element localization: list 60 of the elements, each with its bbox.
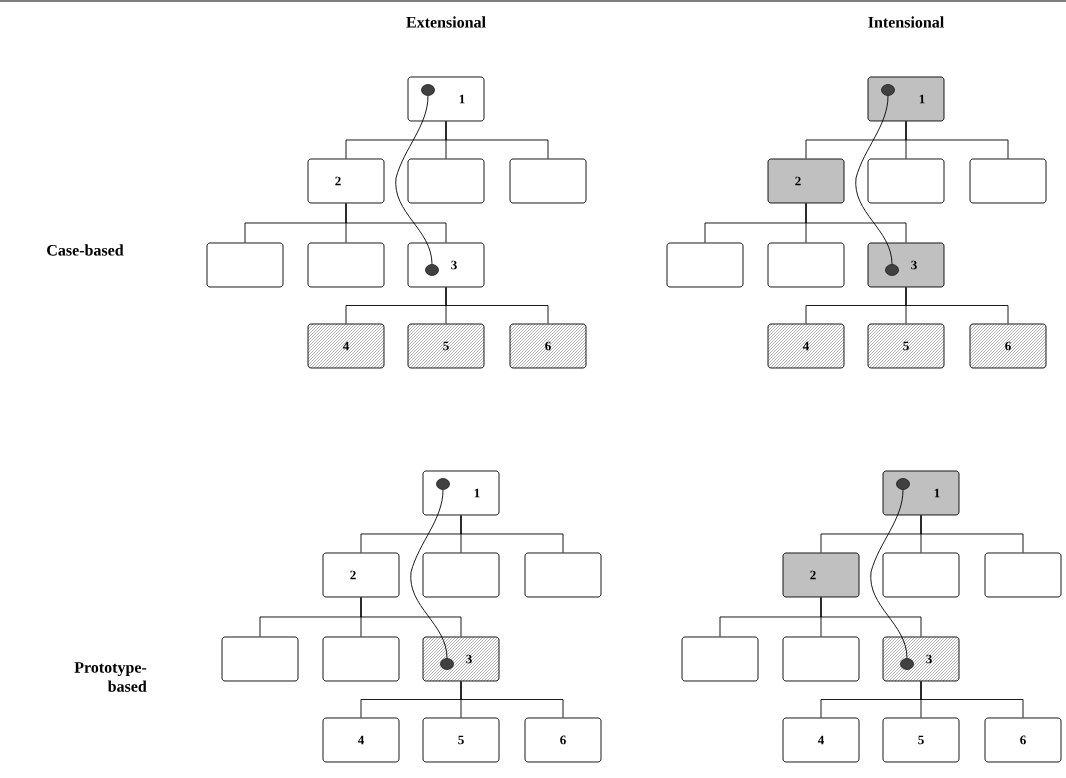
tree-box: [666, 242, 744, 288]
connector-line: [805, 203, 907, 243]
heading-label: Extensional: [406, 16, 486, 28]
tree-box: 4: [307, 323, 385, 369]
path-curve: [855, 95, 893, 265]
tree-box: [422, 552, 500, 598]
tree-box: 6: [969, 323, 1047, 369]
path-curve: [410, 489, 448, 659]
path-curve: [395, 95, 433, 265]
tree-box: 5: [882, 717, 960, 763]
tree-box: 2: [767, 158, 845, 204]
path-curve: [870, 489, 908, 659]
tree-box: 2: [307, 158, 385, 204]
connector-line: [820, 597, 922, 637]
tree-box: 2: [322, 552, 400, 598]
heading-label: Intensional: [868, 16, 944, 28]
connector-line: [345, 203, 447, 243]
connector-line: [445, 287, 549, 324]
tree-box: 4: [767, 323, 845, 369]
tree-box: [206, 242, 284, 288]
connector-line: [905, 287, 1009, 324]
tree-box: 3: [882, 636, 960, 682]
tree-box: [307, 242, 385, 288]
tree-box: [221, 636, 299, 682]
connector-line: [920, 681, 1024, 718]
tree-box: [681, 636, 759, 682]
tree-box: 4: [782, 717, 860, 763]
tree-box: 2: [782, 552, 860, 598]
tree-box: [322, 636, 400, 682]
connector-line: [360, 597, 462, 637]
tree-box: 6: [984, 717, 1062, 763]
tree-box: [767, 242, 845, 288]
connector-line: [460, 681, 564, 718]
tree-box: 3: [407, 242, 485, 288]
tree-box: [407, 158, 485, 204]
tree-box: 1: [422, 470, 500, 516]
connector-line: [920, 515, 1024, 553]
tree-box: 5: [407, 323, 485, 369]
tree-box: 6: [509, 323, 587, 369]
tree-box: [524, 552, 602, 598]
heading-label: Case-based: [47, 244, 124, 256]
tree-box: 4: [322, 717, 400, 763]
tree-box: [882, 552, 960, 598]
connector-line: [445, 121, 549, 159]
connector-line: [905, 121, 1009, 159]
heading-label: Prototype-based: [74, 662, 147, 692]
tree-box: 3: [422, 636, 500, 682]
tree-box: [509, 158, 587, 204]
tree-box: 5: [867, 323, 945, 369]
connector-line: [460, 515, 564, 553]
tree-box: [782, 636, 860, 682]
tree-box: [867, 158, 945, 204]
tree-box: 1: [407, 76, 485, 122]
tree-box: [984, 552, 1062, 598]
tree-box: 5: [422, 717, 500, 763]
tree-box: 6: [524, 717, 602, 763]
tree-box: [969, 158, 1047, 204]
tree-box: 1: [882, 470, 960, 516]
tree-box: 1: [867, 76, 945, 122]
tree-box: 3: [867, 242, 945, 288]
